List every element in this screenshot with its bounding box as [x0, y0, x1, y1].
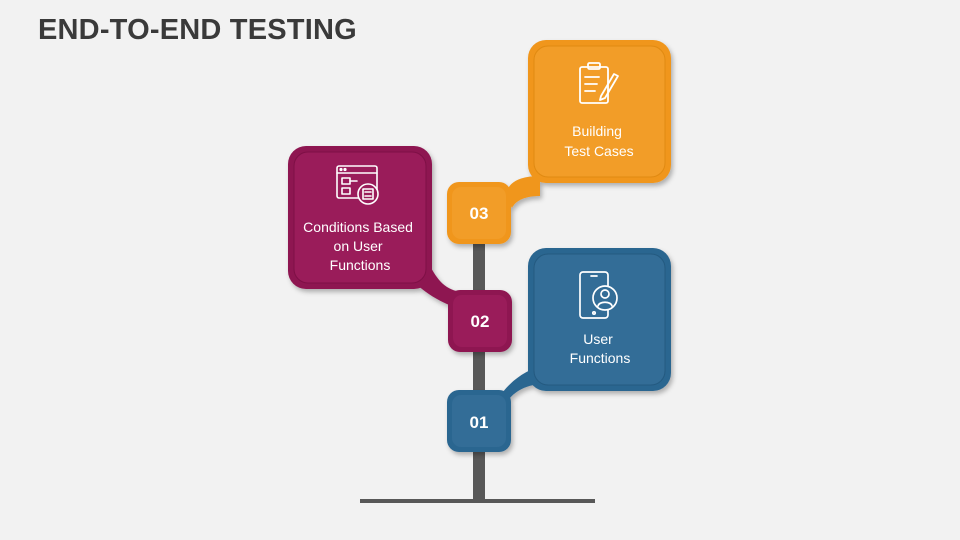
step-03-connector: [506, 176, 540, 208]
smartphone-user-icon: [579, 271, 618, 319]
step-02-badge-inner: [453, 295, 507, 347]
step-01-card-inner: [533, 253, 666, 386]
browser-flowchart-gear-icon: [336, 165, 379, 205]
clipboard-pencil-icon: [579, 62, 619, 104]
step-01-badge-inner: [452, 395, 506, 447]
step-03-label: Building Test Cases: [564, 123, 633, 159]
step-03-badge-inner: [452, 187, 506, 239]
step-03-number: 03: [470, 204, 489, 223]
page-title: END-TO-END TESTING: [38, 14, 357, 46]
step-02-label: Conditions Based on User Functions: [303, 219, 417, 273]
step-01-label: User Functions: [570, 331, 631, 366]
step-01-number: 01: [470, 413, 489, 432]
step-03-card-inner: [533, 45, 666, 178]
step-02-number: 02: [471, 312, 490, 331]
step-02-card-inner: [293, 151, 427, 284]
